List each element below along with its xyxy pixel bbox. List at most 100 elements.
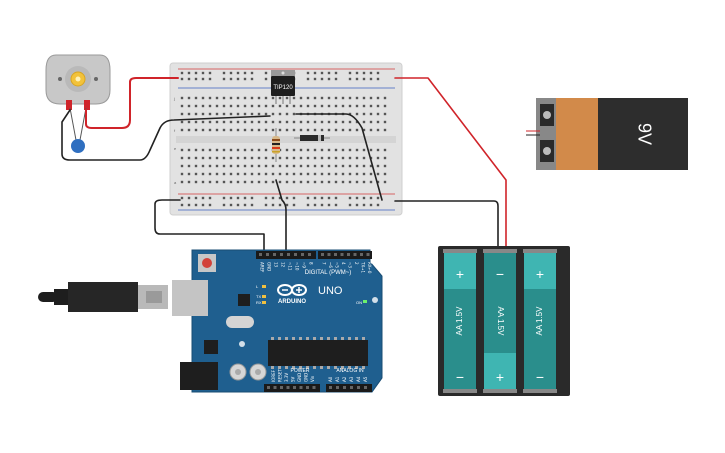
terminal-hole[interactable] bbox=[362, 120, 366, 124]
terminal-hole[interactable] bbox=[194, 120, 198, 124]
terminal-hole[interactable] bbox=[229, 180, 233, 184]
terminal-hole[interactable] bbox=[257, 128, 261, 132]
terminal-hole[interactable] bbox=[257, 96, 261, 100]
terminal-hole[interactable] bbox=[187, 128, 191, 132]
terminal-hole[interactable] bbox=[292, 104, 296, 108]
rail-hole[interactable] bbox=[236, 71, 240, 75]
terminal-hole[interactable] bbox=[243, 104, 247, 108]
terminal-hole[interactable] bbox=[278, 180, 282, 184]
rail-hole[interactable] bbox=[313, 77, 317, 81]
terminal-hole[interactable] bbox=[222, 148, 226, 152]
rail-hole[interactable] bbox=[201, 203, 205, 207]
rail-hole[interactable] bbox=[222, 203, 226, 207]
terminal-hole[interactable] bbox=[355, 112, 359, 116]
terminal-hole[interactable] bbox=[376, 104, 380, 108]
terminal-hole[interactable] bbox=[187, 120, 191, 124]
terminal-hole[interactable] bbox=[376, 164, 380, 168]
terminal-hole[interactable] bbox=[292, 156, 296, 160]
rail-hole[interactable] bbox=[320, 196, 324, 200]
terminal-hole[interactable] bbox=[243, 96, 247, 100]
terminal-hole[interactable] bbox=[201, 120, 205, 124]
terminal-hole[interactable] bbox=[299, 148, 303, 152]
terminal-hole[interactable] bbox=[327, 172, 331, 176]
terminal-hole[interactable] bbox=[320, 164, 324, 168]
rail-hole[interactable] bbox=[208, 71, 212, 75]
terminal-hole[interactable] bbox=[313, 128, 317, 132]
terminal-hole[interactable] bbox=[250, 104, 254, 108]
terminal-hole[interactable] bbox=[271, 172, 275, 176]
rail-hole[interactable] bbox=[222, 196, 226, 200]
rail-hole[interactable] bbox=[292, 203, 296, 207]
terminal-hole[interactable] bbox=[313, 148, 317, 152]
terminal-hole[interactable] bbox=[334, 120, 338, 124]
terminal-hole[interactable] bbox=[222, 96, 226, 100]
terminal-hole[interactable] bbox=[180, 164, 184, 168]
header-pin[interactable] bbox=[287, 253, 290, 256]
terminal-hole[interactable] bbox=[236, 180, 240, 184]
rail-hole[interactable] bbox=[362, 77, 366, 81]
terminal-hole[interactable] bbox=[334, 104, 338, 108]
terminal-hole[interactable] bbox=[355, 120, 359, 124]
terminal-hole[interactable] bbox=[236, 120, 240, 124]
terminal-hole[interactable] bbox=[320, 128, 324, 132]
terminal-hole[interactable] bbox=[264, 172, 268, 176]
terminal-hole[interactable] bbox=[341, 172, 345, 176]
rail-hole[interactable] bbox=[313, 71, 317, 75]
terminal-hole[interactable] bbox=[201, 156, 205, 160]
terminal-hole[interactable] bbox=[348, 128, 352, 132]
terminal-hole[interactable] bbox=[285, 112, 289, 116]
rail-hole[interactable] bbox=[271, 203, 275, 207]
terminal-hole[interactable] bbox=[180, 172, 184, 176]
terminal-hole[interactable] bbox=[229, 96, 233, 100]
dc-motor[interactable] bbox=[45, 54, 111, 110]
rail-hole[interactable] bbox=[201, 71, 205, 75]
rail-hole[interactable] bbox=[187, 196, 191, 200]
terminal-hole[interactable] bbox=[348, 156, 352, 160]
rail-hole[interactable] bbox=[334, 196, 338, 200]
header-pin[interactable] bbox=[299, 386, 303, 389]
rail-hole[interactable] bbox=[187, 71, 191, 75]
terminal-hole[interactable] bbox=[369, 148, 373, 152]
header-pin[interactable] bbox=[280, 253, 283, 256]
terminal-hole[interactable] bbox=[327, 104, 331, 108]
rail-hole[interactable] bbox=[348, 77, 352, 81]
terminal-hole[interactable] bbox=[376, 156, 380, 160]
terminal-hole[interactable] bbox=[236, 128, 240, 132]
terminal-hole[interactable] bbox=[229, 128, 233, 132]
terminal-hole[interactable] bbox=[264, 104, 268, 108]
rail-hole[interactable] bbox=[327, 203, 331, 207]
terminal-hole[interactable] bbox=[285, 128, 289, 132]
header-pin[interactable] bbox=[340, 253, 344, 256]
terminal-hole[interactable] bbox=[383, 104, 387, 108]
terminal-hole[interactable] bbox=[313, 120, 317, 124]
terminal-hole[interactable] bbox=[201, 104, 205, 108]
terminal-hole[interactable] bbox=[320, 148, 324, 152]
terminal-hole[interactable] bbox=[208, 180, 212, 184]
terminal-hole[interactable] bbox=[285, 172, 289, 176]
terminal-hole[interactable] bbox=[327, 180, 331, 184]
nine-volt-battery[interactable]: 9V bbox=[526, 98, 688, 170]
header-pin[interactable] bbox=[308, 253, 311, 256]
terminal-hole[interactable] bbox=[299, 128, 303, 132]
terminal-hole[interactable] bbox=[194, 164, 198, 168]
rail-hole[interactable] bbox=[250, 203, 254, 207]
rail-hole[interactable] bbox=[348, 71, 352, 75]
rail-hole[interactable] bbox=[222, 77, 226, 81]
terminal-hole[interactable] bbox=[383, 156, 387, 160]
terminal-hole[interactable] bbox=[187, 96, 191, 100]
rail-hole[interactable] bbox=[250, 77, 254, 81]
terminal-hole[interactable] bbox=[376, 112, 380, 116]
terminal-hole[interactable] bbox=[341, 148, 345, 152]
header-pin[interactable] bbox=[267, 386, 270, 389]
rail-hole[interactable] bbox=[348, 196, 352, 200]
terminal-hole[interactable] bbox=[313, 96, 317, 100]
terminal-hole[interactable] bbox=[299, 120, 303, 124]
terminal-hole[interactable] bbox=[299, 180, 303, 184]
terminal-hole[interactable] bbox=[229, 148, 233, 152]
terminal-hole[interactable] bbox=[236, 164, 240, 168]
terminal-hole[interactable] bbox=[194, 104, 198, 108]
terminal-hole[interactable] bbox=[229, 120, 233, 124]
terminal-hole[interactable] bbox=[257, 148, 261, 152]
terminal-hole[interactable] bbox=[383, 180, 387, 184]
terminal-hole[interactable] bbox=[320, 120, 324, 124]
